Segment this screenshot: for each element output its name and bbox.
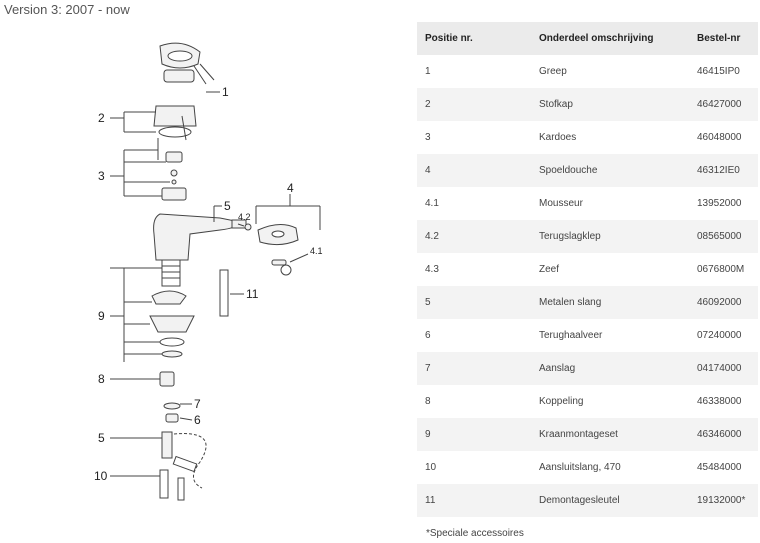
exploded-parts-diagram: 1 2 3 4 4.2 4.1 5 9 11 8 7 6 5 10 [90,34,380,514]
cell-order-number: 46427000 [689,88,758,121]
cell-order-number: 46346000 [689,418,758,451]
cell-position: 4 [417,154,531,187]
cell-position: 1 [425,66,431,77]
cell-position: 4.3 [425,264,439,275]
cell-order-number: 46338000 [697,396,742,407]
table-row: 3 Kardoes 46048000 [417,121,758,154]
cell-description: Aanslag [531,352,689,385]
callout-5-top: 5 [224,199,231,213]
cell-order-number: 13952000 [697,198,742,209]
cell-description: Kardoes [539,132,577,143]
cell-order-number: 45484000 [697,462,742,473]
cell-order-number: 46415IP0 [697,66,740,77]
part-metal-hose [161,431,173,459]
callout-10: 10 [94,469,108,483]
callout-11: 11 [246,287,259,301]
table-row: 6 Terughaalveer 07240000 [417,319,758,352]
callout-8: 8 [98,372,105,386]
version-label: Version 3: 2007 - now [4,2,130,17]
cell-description: Terughaalveer [539,330,603,341]
footnote: *Speciale accessoires [426,528,524,539]
parts-table: Positie nr. Onderdeel omschrijving Beste… [417,22,758,517]
cell-position: 9 [417,418,531,451]
callout-6: 6 [194,413,201,427]
cell-description: Metalen slang [531,286,689,319]
callout-9: 9 [98,309,105,323]
cell-description: Greep [539,66,567,77]
cell-description: Mousseur [539,198,583,209]
cell-position: 3 [425,132,431,143]
cell-order-number: 46048000 [697,132,742,143]
table-row: 1 Greep 46415IP0 [417,55,758,88]
callout-4-2: 4.2 [238,212,251,222]
cell-description: Zeef [539,264,560,275]
part-tap-body [153,213,241,261]
cell-position: 11 [417,484,531,517]
table-row: 8 Koppeling 46338000 [417,385,758,418]
callout-2: 2 [98,111,105,125]
cell-position: 2 [417,88,531,121]
exploded-view-drawing: 1 2 3 4 4.2 4.1 5 9 11 8 7 6 5 10 [94,42,323,501]
part-key [219,269,229,317]
cell-description: Koppeling [539,396,584,407]
cell-position: 10 [425,462,437,473]
cell-position: 4.2 [417,220,531,253]
table-row: 10 Aansluitslang, 470 45484000 [417,451,758,484]
callout-1: 1 [222,85,229,99]
callout-5-bottom: 5 [98,431,105,445]
header-description: Onderdeel omschrijving [531,22,689,55]
cell-order-number: 0676800M [697,264,745,275]
cell-order-number: 07240000 [697,330,742,341]
callout-7: 7 [194,397,201,411]
table-header-row: Positie nr. Onderdeel omschrijving Beste… [417,22,758,55]
cell-description: Terugslagklep [531,220,689,253]
cell-description: Stofkap [531,88,689,121]
cell-description: Demontagesleutel [531,484,689,517]
table-row: 4.1 Mousseur 13952000 [417,187,758,220]
part-cover [153,105,197,127]
cell-position: 6 [425,330,431,341]
cell-description: Aansluitslang, 470 [539,462,621,473]
callout-4: 4 [287,181,294,195]
header-order-number: Bestel-nr [689,22,758,55]
part-coupling [159,371,175,387]
cell-order-number: 08565000 [689,220,758,253]
cell-position: 8 [425,396,431,407]
cell-position: 5 [417,286,531,319]
cell-description: Spoeldouche [531,154,689,187]
cell-order-number: 46092000 [689,286,758,319]
header-position: Positie nr. [417,22,531,55]
cell-order-number: 19132000* [689,484,758,517]
cell-position: 7 [417,352,531,385]
cell-position: 4.1 [425,198,439,209]
cell-description: Kraanmontageset [531,418,689,451]
part-connection-hose [172,455,198,473]
table-row: 4.3 Zeef 0676800M [417,253,758,286]
callout-3: 3 [98,169,105,183]
cell-order-number: 46312IE0 [689,154,758,187]
callout-4-1: 4.1 [310,246,323,256]
cell-order-number: 04174000 [689,352,758,385]
